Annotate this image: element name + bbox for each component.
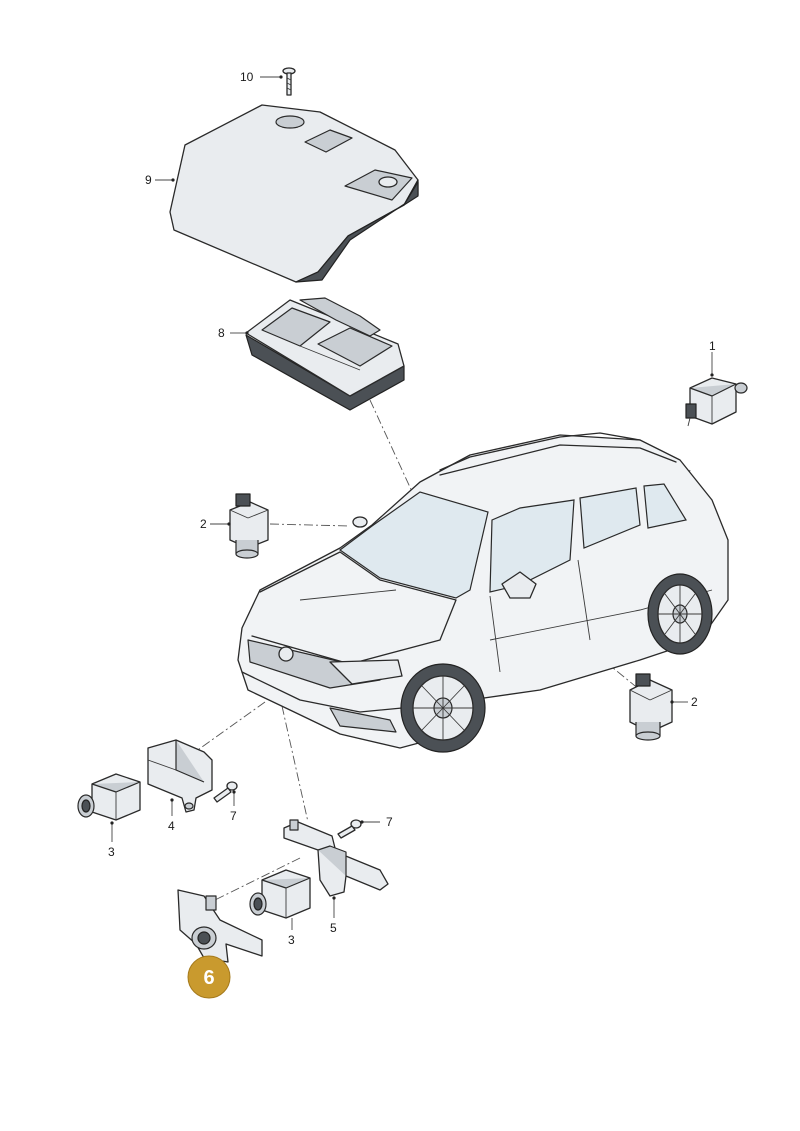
camera-part-3-left [77, 773, 141, 821]
callout-5: 5 [330, 921, 337, 935]
highlight-badge-circle [187, 955, 231, 999]
callout-7-right: 7 [386, 815, 393, 829]
callout-4: 4 [168, 819, 175, 833]
cover-part-9 [169, 104, 419, 283]
callout-3-right: 3 [288, 933, 295, 947]
bracket-part-4 [147, 739, 213, 813]
callout-2-left: 2 [200, 517, 207, 531]
callout-2-right: 2 [691, 695, 698, 709]
callout-8: 8 [218, 326, 225, 340]
callout-1: 1 [709, 339, 716, 353]
camera-part-1 [685, 377, 748, 427]
callout-10: 10 [240, 70, 254, 84]
highlight-badge: 6 [187, 955, 231, 999]
screw-part-7-left [213, 781, 238, 803]
control-unit-part-8 [245, 297, 405, 411]
bracket-part-5 [283, 819, 389, 897]
sensor-part-2-right [629, 673, 673, 741]
screw-part-10 [282, 67, 296, 96]
vehicle-illustration [237, 432, 729, 753]
sensor-part-2-left [229, 493, 269, 559]
screw-part-7-right [337, 819, 362, 839]
callout-9: 9 [145, 173, 152, 187]
highlight-badge-label: 6 [203, 967, 214, 989]
camera-part-3-right [249, 869, 311, 919]
callout-3-left: 3 [108, 845, 115, 859]
leader-lines [110, 75, 714, 930]
callout-labels: 10 9 8 1 2 2 3 4 7 7 5 3 [108, 70, 716, 947]
callout-7-left: 7 [230, 809, 237, 823]
bracket-part-6 [177, 889, 263, 963]
